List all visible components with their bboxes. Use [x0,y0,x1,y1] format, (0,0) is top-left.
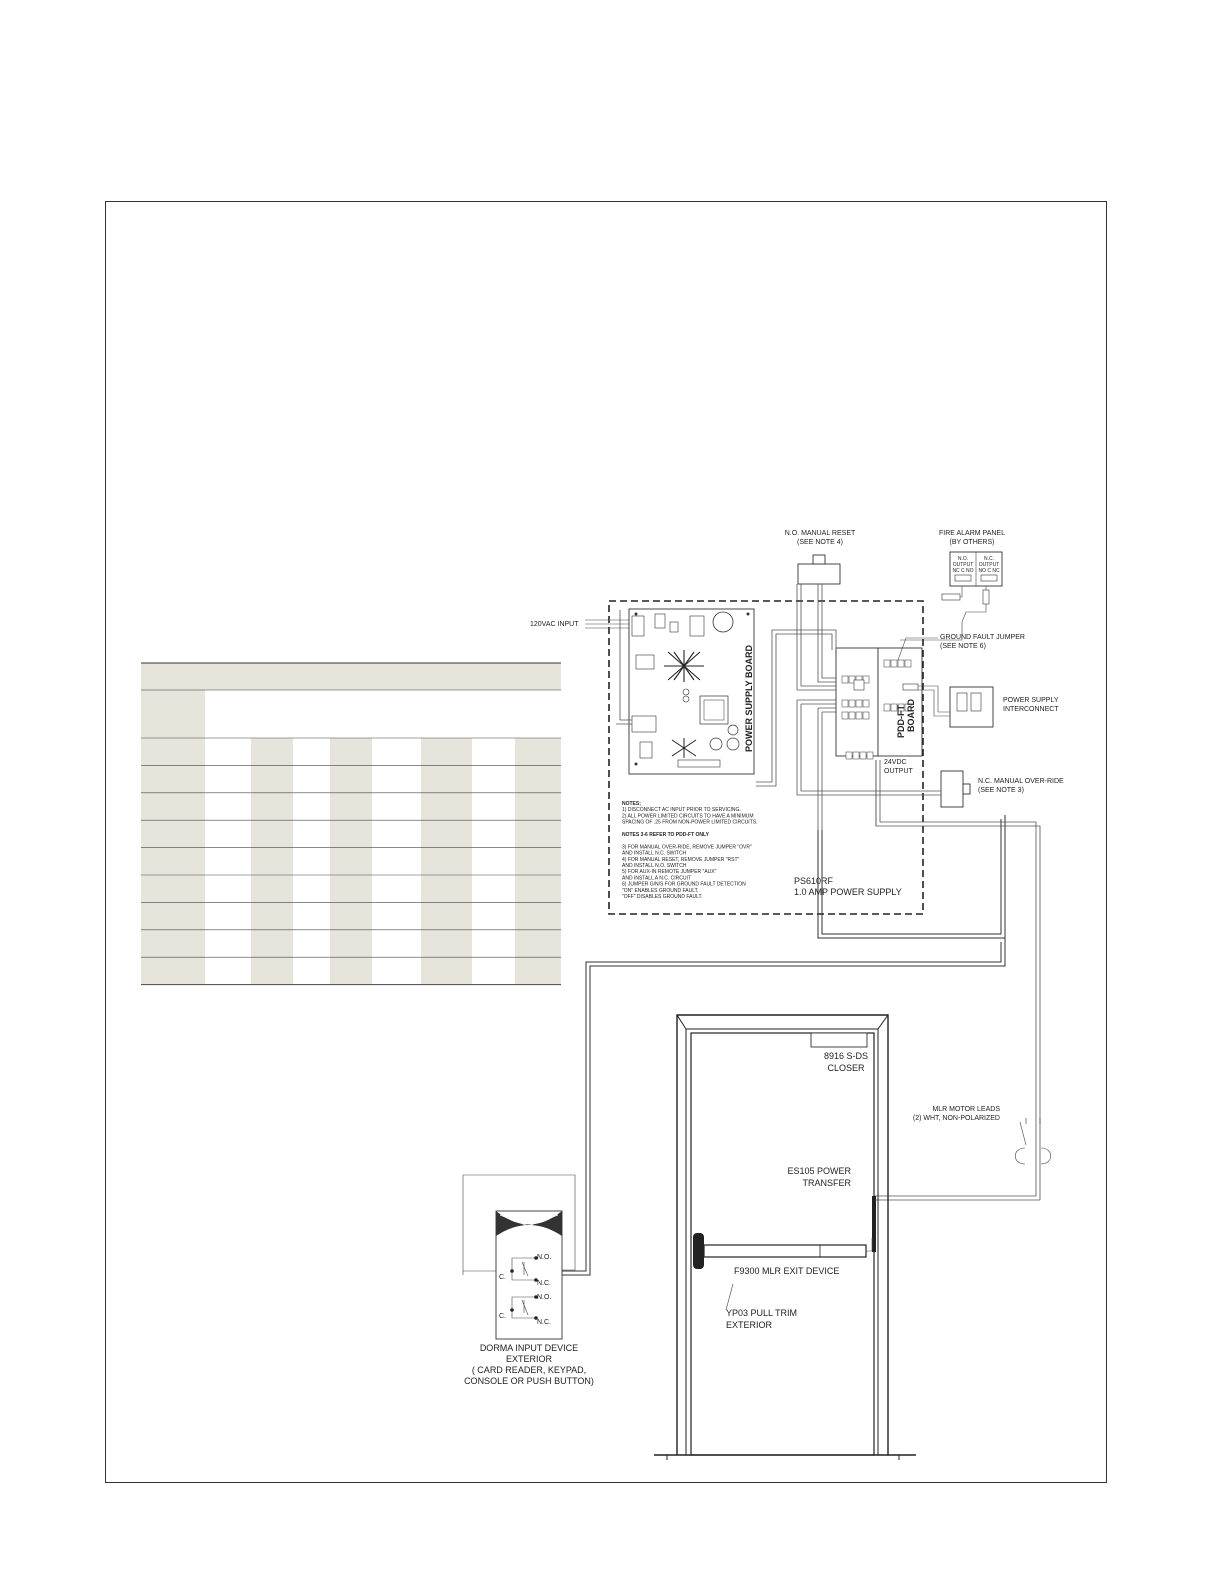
drawing-frame [105,201,1107,1483]
contact-nc-2: N.C. [537,1319,551,1326]
power-supply-board: POWER SUPPLY BOARD [628,608,755,775]
closer [810,1032,868,1048]
wire-gauge-table [141,662,561,986]
override-label-1: N.C. MANUAL OVER-RIDE [978,778,1064,785]
ps-model-label: PS610RF 1.0 AMP POWER SUPPLY [794,876,902,897]
input-device-label-1: DORMA INPUT DEVICE [480,1343,578,1353]
note-line: NOTES 3-6 REFER TO PDD-FT ONLY [622,832,710,838]
ground-fault-label-2: (SEE NOTE 6) [940,643,986,650]
contact-c-2: C. [499,1313,506,1320]
contact-no-1: N.O. [537,1254,551,1261]
terminal-block [845,751,874,760]
input-device-label-3: ( CARD READER, KEYPAD, [472,1365,586,1375]
ac-input-label: 120VAC INPUT [530,621,579,628]
table-column-shade [515,738,561,984]
pull-trim-label-2: EXTERIOR [726,1320,773,1330]
pdd-board-label-1: PDD-FT [896,705,906,738]
table-column-shade [251,738,293,984]
contact-c-1: C. [499,1274,506,1281]
power-supply-interconnect: POWER SUPPLY INTERCONNECT [918,685,1059,728]
note-line: 1) DISCONNECT AC INPUT PRIOR TO SERVICIN… [622,807,741,813]
ac-input: 120VAC INPUT [530,619,632,629]
note-line: SPACING OF .25 FROM NON-POWER LIMITED CI… [622,820,757,826]
internal-wiring [616,584,941,830]
note-line: 2) ALL POWER LIMITED CIRCUITS TO HAVE A … [622,813,754,819]
pdd-board-label-2: BOARD [906,699,916,732]
door-assembly: 8916 S-DS CLOSER ES105 POWER TRANSFER F9… [654,1014,916,1460]
svg-text:N.O.: N.O. [958,556,968,562]
motor-leads-label-2: (2) WHT, NON-POLARIZED [913,1115,1000,1122]
table-column-shade [141,738,205,984]
power-supply-board-label: POWER SUPPLY BOARD [744,644,754,752]
transfer-label-2: TRANSFER [802,1178,851,1188]
note-line: 6) JUMPER G/N/S FOR GROUND FAULT DETECTI… [622,882,746,888]
svg-text:OUTPUT: OUTPUT [953,562,974,568]
table-column-shade [421,738,472,984]
note-line: NOTES; [622,801,641,807]
override-label-2: (SEE NOTE 3) [978,787,1024,794]
ps-model-label-1: PS610RF [794,876,834,886]
contact-set-2: N.O. N.C. C. [499,1294,551,1326]
psi-label-2: INTERCONNECT [1003,706,1059,713]
input-device-label-4: CONSOLE OR PUSH BUTTON) [464,1376,594,1386]
field-wiring [462,760,1041,1276]
manual-reset-label-1: N.O. MANUAL RESET [785,530,856,537]
note-line: AND INSTALL N.C. SWITCH [622,851,687,857]
es105-power-transfer [872,1196,876,1252]
input-device-label-2: EXTERIOR [506,1354,553,1364]
psi-label-1: POWER SUPPLY [1003,697,1059,704]
motor-leads-label-1: MLR MOTOR LEADS [932,1106,1000,1113]
manual-reset-switch: N.O. MANUAL RESET (SEE NOTE 4) [785,530,856,585]
terminal-block [841,711,870,720]
exit-device-label: F9300 MLR EXIT DEVICE [734,1266,839,1276]
terminal-block [841,675,870,684]
manual-reset-label-2: (SEE NOTE 4) [797,539,843,546]
svg-text:OUTPUT: OUTPUT [979,562,1000,568]
pdd-ft-board: PDD-FT BOARD 24VDC OUTPUT [835,647,923,775]
closer-label-1: 8916 S-DS [824,1051,868,1061]
note-line: 5) FOR AUX-IN REMOTE JUMPER "AUX" [622,869,717,875]
ground-fault-label-1: GROUND FAULT JUMPER [940,634,1025,641]
fire-alarm-label-2: (BY OTHERS) [950,539,995,546]
note-line: "ON" ENABLES GROUND FAULT, [622,888,699,894]
terminal-block [883,703,912,712]
notes-block: NOTES;1) DISCONNECT AC INPUT PRIOR TO SE… [622,801,757,900]
mlr-motor-leads: MLR MOTOR LEADS (2) WHT, NON-POLARIZED [913,1106,1052,1165]
contact-no-2: N.O. [537,1294,551,1301]
fire-alarm-label-1: FIRE ALARM PANEL [939,530,1005,537]
ps-model-label-2: 1.0 AMP POWER SUPPLY [794,887,902,897]
note-line: "OFF" DISABLES GROUND FAULT. [622,894,702,900]
table-column-shade [330,738,372,984]
transfer-label-1: ES105 POWER [787,1166,851,1176]
closer-label-2: CLOSER [827,1063,865,1073]
terminal-block [883,659,912,668]
manual-override-switch: N.C. MANUAL OVER-RIDE (SEE NOTE 3) [940,770,1064,808]
svg-text:N.C.: N.C. [984,556,994,562]
terminal-block [841,699,870,708]
exit-device [693,1233,873,1269]
dorma-input-device: N.O. N.C. C. N.O. N.C. C. DORMA INPUT DE… [464,1210,594,1386]
contact-nc-1: N.C. [537,1280,551,1287]
note-line: 4) FOR MANUAL RESET, REMOVE JUMPER "RST" [622,857,739,863]
contact-set-1: N.O. N.C. C. [499,1254,551,1287]
note-line: AND INSTALL A N.C. CIRCUIT [622,875,691,881]
svg-text:NO C NC: NO C NC [978,568,1000,574]
note-line: AND INSTALL N.O. SWITCH [622,863,687,869]
fire-alarm-panel: FIRE ALARM PANEL (BY OTHERS) N.O. OUTPUT… [900,530,1005,641]
ps610rf-enclosure [608,600,924,915]
output-label-2: OUTPUT [884,768,914,775]
svg-text:NC C NO: NC C NO [952,568,973,574]
output-label-1: 24VDC [884,759,907,766]
pull-trim-label-1: YP03 PULL TRIM [726,1308,797,1318]
note-line: 3) FOR MANUAL OVER-RIDE, REMOVE JUMPER "… [622,844,752,850]
ground-fault-jumper: GROUND FAULT JUMPER (SEE NOTE 6) [897,634,1025,661]
